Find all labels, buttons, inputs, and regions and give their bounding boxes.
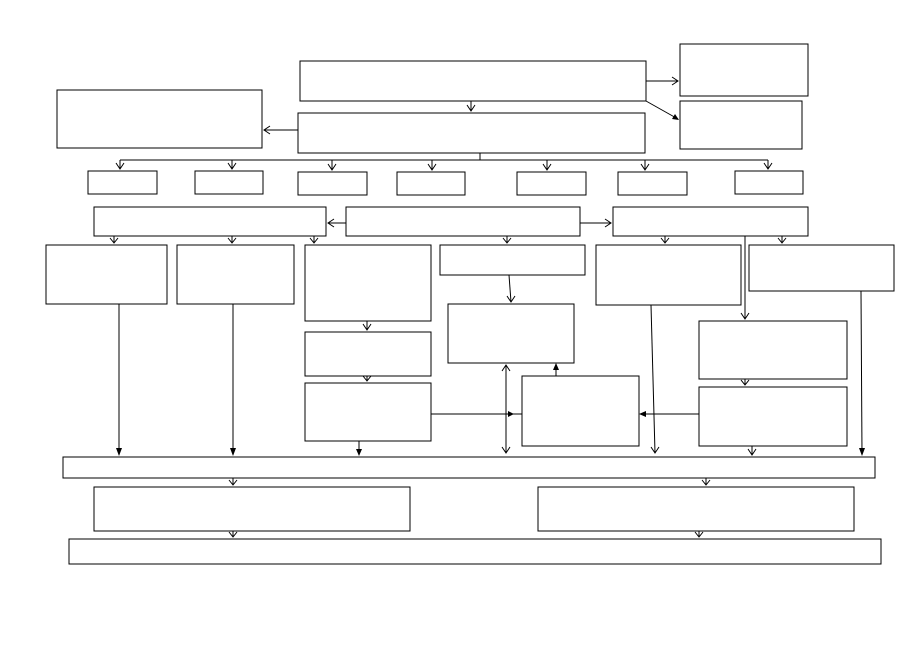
small-box-7 xyxy=(734,170,804,195)
tier4-box-5 xyxy=(595,244,742,306)
tier4-box-3 xyxy=(304,244,432,322)
stack-box-a xyxy=(304,331,432,377)
bottom-bar-1 xyxy=(62,456,876,479)
wide-box-left xyxy=(93,206,327,237)
small-box-4 xyxy=(396,171,466,196)
bottom-box-left xyxy=(93,486,411,532)
small-box-3 xyxy=(297,171,368,196)
bottom-box-right xyxy=(537,486,855,532)
top-center-box xyxy=(299,60,647,102)
small-box-5 xyxy=(516,171,587,196)
left-side-box xyxy=(56,89,263,149)
bottom-bar-2 xyxy=(68,538,882,565)
connectors xyxy=(109,76,865,538)
right-stack-box-b xyxy=(698,386,848,447)
right-stack-box-a xyxy=(698,320,848,380)
tier4-box-1 xyxy=(45,244,168,305)
top-right-box-upper xyxy=(679,43,809,97)
small-box-6 xyxy=(617,171,688,196)
stack-box-b xyxy=(304,382,432,442)
small-box-2 xyxy=(194,170,264,195)
wide-box-center xyxy=(345,206,581,237)
center-box-upper xyxy=(447,303,575,364)
center-box-lower xyxy=(521,375,640,447)
top-right-box-lower xyxy=(679,100,803,150)
small-box-1 xyxy=(87,170,158,195)
tier4-box-2 xyxy=(176,244,295,305)
second-center-box xyxy=(297,112,646,154)
tier4-box-4 xyxy=(439,244,586,276)
wide-box-right xyxy=(612,206,809,237)
tier4-box-6 xyxy=(748,244,895,292)
